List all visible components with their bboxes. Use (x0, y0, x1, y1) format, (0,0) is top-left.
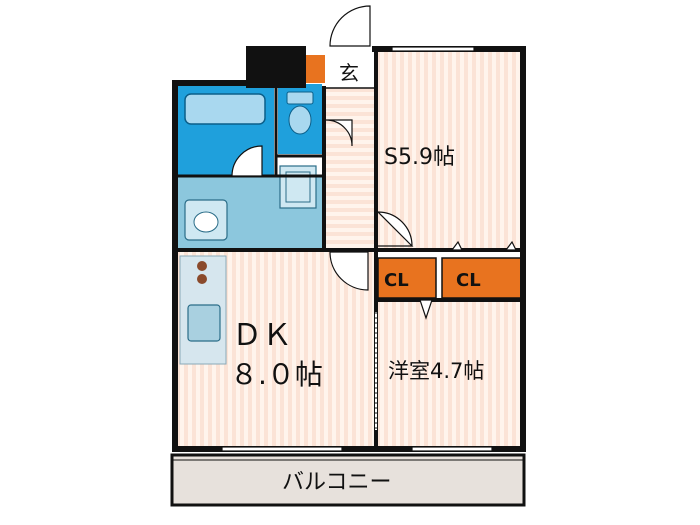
western-room-floor (378, 302, 524, 448)
closet-right-label: CL (456, 270, 481, 291)
hallway-floor (325, 88, 377, 250)
washing-machine-icon (279, 165, 317, 209)
bedroom-s-label: S5.9帖 (384, 145, 455, 170)
sink-icon (187, 304, 221, 342)
balcony-label: バルコニー (282, 470, 392, 495)
dining-kitchen-label-line1: ＤＫ (232, 318, 292, 353)
closet-right (441, 257, 523, 299)
entrance-closet (305, 55, 325, 83)
western-room-label: 洋室4.7帖 (388, 359, 484, 383)
entrance-floor (325, 52, 377, 88)
toilet-icon (286, 91, 314, 135)
bedroom-s-floor (378, 52, 524, 248)
stove-icon (197, 261, 207, 284)
bathtub-icon (184, 93, 266, 125)
washbasin-icon (184, 199, 228, 241)
entrance-label: 玄 (339, 61, 359, 85)
dining-kitchen-label-line2: ８.０帖 (230, 358, 323, 391)
door-swing-icon (231, 5, 517, 320)
balcony (170, 453, 526, 507)
window-icon (221, 46, 493, 452)
closet-left-label: CL (384, 270, 409, 291)
